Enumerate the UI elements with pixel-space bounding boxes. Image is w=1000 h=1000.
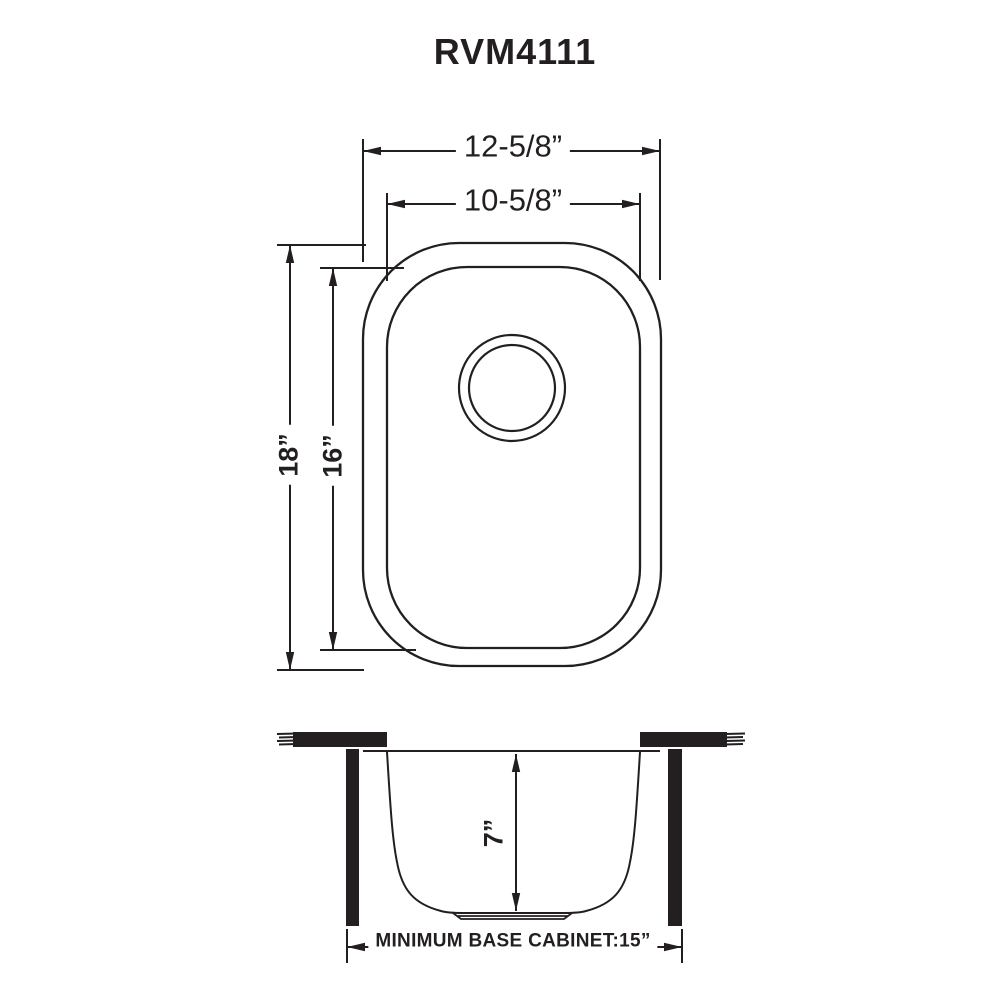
bowl-depth-label: 7”	[479, 810, 509, 856]
side-view	[276, 732, 746, 926]
cabinet-panel-right	[668, 749, 682, 926]
drain-profile	[452, 912, 573, 920]
model-number: RVM4111	[429, 34, 601, 70]
break-lines	[724, 732, 746, 746]
countertop-right	[640, 732, 746, 747]
countertop-left	[276, 732, 387, 747]
inner-depth-label: 16”	[318, 426, 348, 486]
cabinet-panel-left	[346, 749, 359, 926]
drain-hole	[467, 343, 557, 433]
base-cabinet-label: MINIMUM BASE CABINET:15”	[368, 931, 658, 951]
break-lines	[276, 732, 298, 746]
sink-bowl-rim	[385, 265, 642, 650]
drain-outer-ring	[457, 333, 567, 443]
inner-width-label: 10-5/8”	[455, 184, 571, 216]
outer-depth-label: 18”	[274, 425, 304, 485]
top-view	[361, 241, 663, 668]
bowl-profile	[386, 751, 641, 914]
sink-outer-rim	[361, 241, 663, 668]
outer-width-label: 12-5/8”	[455, 130, 571, 162]
